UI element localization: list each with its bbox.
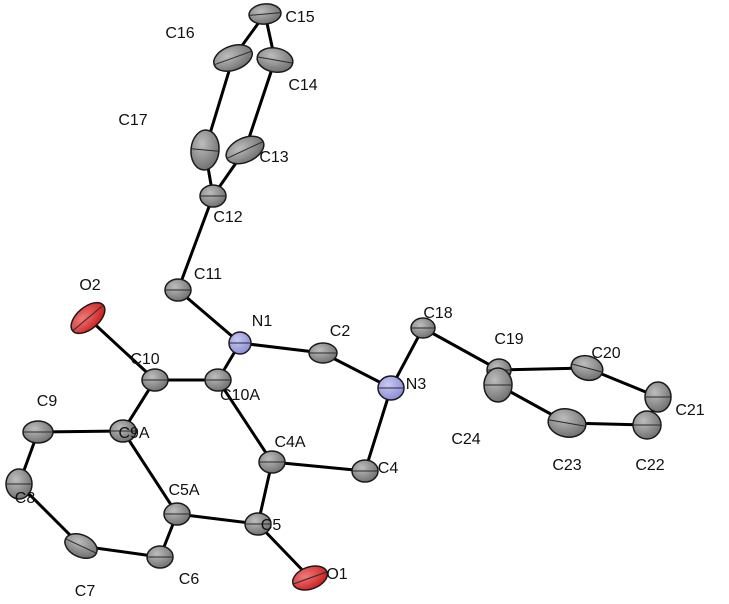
atom-label-c16: C16 <box>165 25 194 42</box>
bond-c18-c19 <box>421 326 501 372</box>
atom-label-c22: C22 <box>635 457 664 474</box>
atom-label-c4: C4 <box>378 460 399 477</box>
atom-axis-c17 <box>191 148 219 152</box>
atom-axis-c13 <box>226 141 264 159</box>
atom-axis-o1 <box>292 571 328 585</box>
atom-axis-c23 <box>548 419 586 427</box>
atom-label-c20: C20 <box>591 345 620 362</box>
atom-axis-o2 <box>72 304 104 332</box>
bond-c14-c13 <box>243 58 277 152</box>
atom-label-c12: C12 <box>213 209 242 226</box>
atoms-layer <box>5 3 672 591</box>
atom-label-c11: C11 <box>194 266 222 283</box>
atom-axis-c14 <box>257 56 293 64</box>
atom-label-c9: C9 <box>37 393 58 410</box>
bond-n3-c4 <box>363 386 393 473</box>
atom-label-n1: N1 <box>252 313 273 330</box>
atom-label-c5a: C5A <box>168 482 199 499</box>
atom-axis-c16 <box>214 50 252 66</box>
bond-c10a-c4a <box>216 378 274 464</box>
atom-label-c4a: C4A <box>274 434 305 451</box>
atom-label-c15: C15 <box>285 9 314 26</box>
atom-label-c13: C13 <box>259 149 288 166</box>
atom-label-c17: C17 <box>118 112 147 129</box>
atom-label-c2: C2 <box>330 323 351 340</box>
atom-label-c21: C21 <box>675 402 704 419</box>
atom-label-c6: C6 <box>179 571 200 588</box>
atom-label-c18: C18 <box>423 305 452 322</box>
atom-label-o1: O1 <box>326 566 347 583</box>
bond-c11-n1 <box>176 288 242 345</box>
bond-c4a-c4 <box>270 460 367 473</box>
atom-label-c8: C8 <box>15 490 36 507</box>
atom-axis-c7 <box>65 538 97 554</box>
atom-label-o2: O2 <box>79 277 100 294</box>
atom-label-c23: C23 <box>552 457 581 474</box>
atom-label-c19: C19 <box>494 331 523 348</box>
bond-c10-o2 <box>86 316 157 382</box>
atom-label-c24: C24 <box>451 431 480 448</box>
atom-label-n3: N3 <box>406 376 427 393</box>
bond-c12-c11 <box>176 194 215 292</box>
atom-label-c10: C10 <box>130 351 159 368</box>
atom-label-c5: C5 <box>261 517 282 534</box>
atom-label-c10a: C10A <box>220 387 260 404</box>
atom-axis-c15 <box>249 12 281 16</box>
atom-axis-c20 <box>571 363 603 373</box>
atom-label-c14: C14 <box>288 77 317 94</box>
bonds-layer <box>17 12 660 580</box>
atom-label-c7: C7 <box>75 583 96 600</box>
bond-c5a-c9a <box>121 429 179 516</box>
atom-label-c9a: C9A <box>118 425 149 442</box>
